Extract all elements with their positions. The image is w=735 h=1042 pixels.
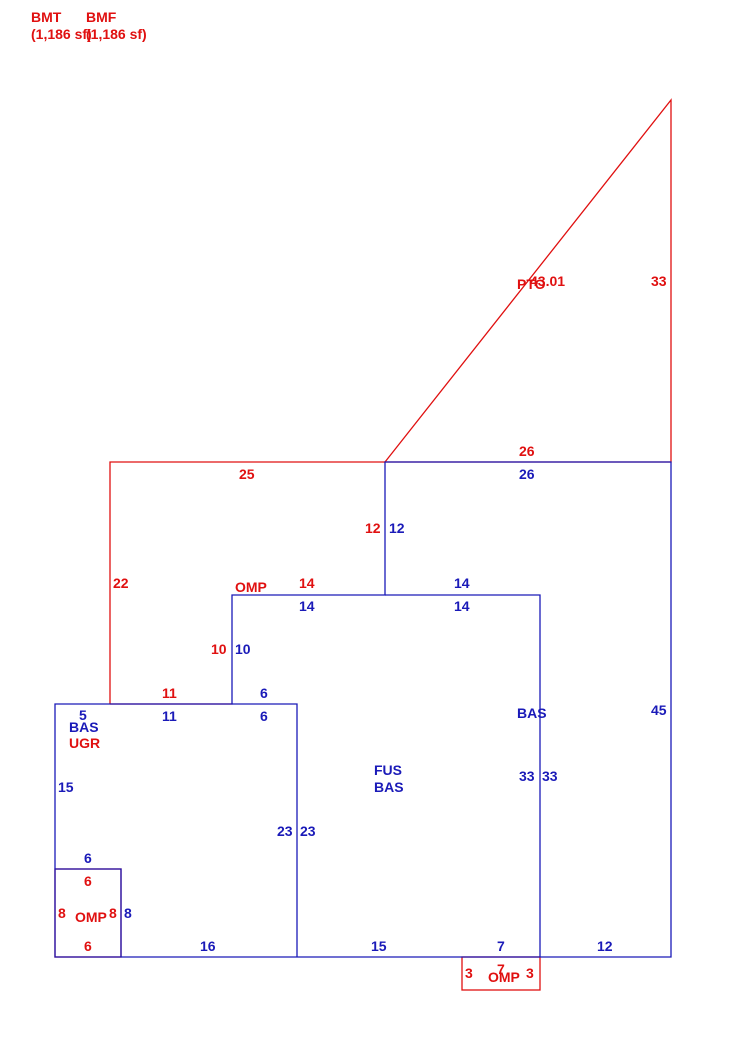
dimension-label: 43.01 xyxy=(530,273,565,289)
omp-upper-label: OMP xyxy=(235,579,267,595)
header-area-bmt: (1,186 sf) xyxy=(31,26,92,42)
dimension-label: 8 xyxy=(109,905,117,921)
bas-center-label: BAS xyxy=(374,779,404,795)
inner-partition xyxy=(232,703,298,957)
dimension-label: 14 xyxy=(454,575,470,591)
bas-left-label: BAS xyxy=(69,719,99,735)
dimension-label: 12 xyxy=(365,520,381,536)
dimension-label: 8 xyxy=(58,905,66,921)
dimension-label: 33 xyxy=(542,768,558,784)
dimension-label: 16 xyxy=(200,938,216,954)
dimension-label: 10 xyxy=(235,641,251,657)
dimension-labels: 43.01 33 26 26 25 12 12 22 14 14 14 14 1… xyxy=(58,273,667,981)
dimension-label: 23 xyxy=(277,823,293,839)
dimension-label: 7 xyxy=(497,961,505,977)
dimension-label: 14 xyxy=(454,598,470,614)
dimension-label: 12 xyxy=(597,938,613,954)
dimension-label: 6 xyxy=(260,708,268,724)
dimension-label: 5 xyxy=(79,707,87,723)
dimension-label: 14 xyxy=(299,575,315,591)
omp-bottom-label: OMP xyxy=(488,969,520,985)
dimension-label: 7 xyxy=(497,938,505,954)
header-code-bmt: BMT xyxy=(31,9,62,25)
dimension-label: 15 xyxy=(371,938,387,954)
fus-partition xyxy=(385,594,541,957)
blue-outlines xyxy=(54,461,672,958)
dimension-label: 6 xyxy=(84,850,92,866)
dimension-label: 6 xyxy=(260,685,268,701)
dimension-label: 12 xyxy=(389,520,405,536)
dimension-label: 26 xyxy=(519,443,535,459)
dimension-label: 15 xyxy=(58,779,74,795)
dimension-label: 11 xyxy=(162,708,177,724)
dimension-label: 3 xyxy=(526,965,534,981)
dimension-label: 8 xyxy=(124,905,132,921)
upper-red-outline xyxy=(109,461,385,704)
dimension-label: 26 xyxy=(519,466,535,482)
dimension-label: 22 xyxy=(113,575,129,591)
red-outlines xyxy=(54,98,672,991)
dimension-label: 45 xyxy=(651,702,667,718)
header-labels: BMT (1,186 sf) BMF (1,186 sf) xyxy=(31,9,147,42)
dimension-label: 14 xyxy=(299,598,315,614)
header-area-bmf: (1,186 sf) xyxy=(86,26,147,42)
header-code-bmf: BMF xyxy=(86,9,117,25)
small-room-partition xyxy=(55,868,122,957)
dimension-label: 10 xyxy=(211,641,227,657)
dimension-label: 33 xyxy=(651,273,667,289)
main-building-outline xyxy=(54,461,672,958)
pto-label: PTO xyxy=(517,276,546,292)
dimension-label: 25 xyxy=(239,466,255,482)
dimension-label: 23 xyxy=(300,823,316,839)
bas-right-label: BAS xyxy=(517,705,547,721)
area-labels: PTO OMP BAS UGR FUS BAS BAS OMP OMP xyxy=(69,276,547,985)
fus-label: FUS xyxy=(374,762,402,778)
dimension-label: 3 xyxy=(465,965,473,981)
dimension-label: 33 xyxy=(519,768,535,784)
omp-left-label: OMP xyxy=(75,909,107,925)
dimension-label: 6 xyxy=(84,873,92,889)
dimension-label: 11 xyxy=(162,685,177,701)
dimension-label: 6 xyxy=(84,938,92,954)
ugr-label: UGR xyxy=(69,735,100,751)
